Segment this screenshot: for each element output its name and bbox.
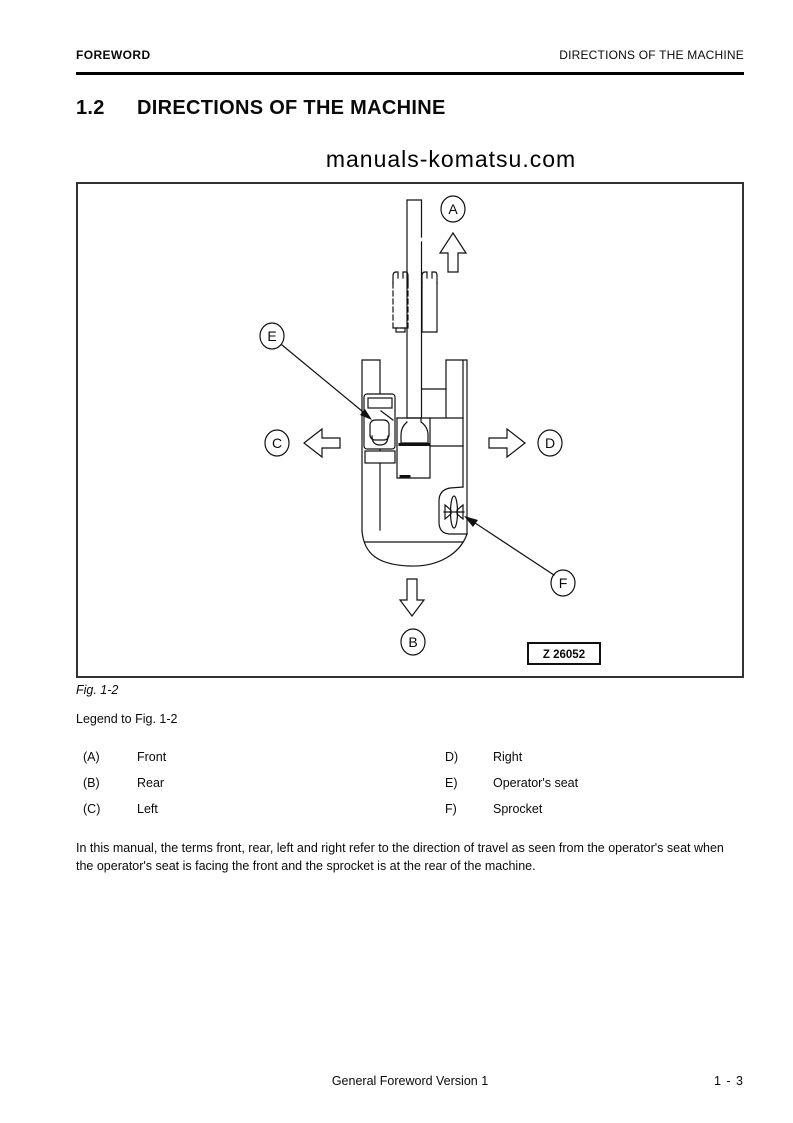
- section-number: 1.2: [76, 97, 105, 119]
- svg-text:F: F: [559, 575, 568, 591]
- legend-label: Left: [137, 802, 158, 816]
- legend-key: F): [445, 802, 457, 816]
- label-c: C: [264, 429, 290, 457]
- legend-label: Right: [493, 750, 523, 764]
- svg-text:C: C: [272, 435, 282, 451]
- machine-direction-diagram: A B C D E: [259, 195, 601, 665]
- left-arrow: [303, 427, 341, 459]
- legend-key: (A): [83, 750, 100, 764]
- legend-label: Sprocket: [493, 802, 543, 816]
- boom: [406, 199, 423, 419]
- right-arrow: [488, 427, 526, 459]
- section-title-text: DIRECTIONS OF THE MACHINE: [137, 97, 446, 119]
- page-title: 1.2 DIRECTIONS OF THE MACHINE: [76, 97, 446, 120]
- front-arrow: [438, 231, 468, 273]
- label-f: F: [550, 569, 576, 597]
- drawing-ref-text: Z 26052: [543, 649, 585, 661]
- watermark-text: manuals-komatsu.com: [325, 146, 577, 172]
- legend-title: Legend to Fig. 1-2: [76, 712, 178, 726]
- legend-table: (A) Front D) Right (B) Rear E) Operator'…: [76, 750, 744, 830]
- footer-page-number: 1 - 3: [713, 1074, 744, 1088]
- label-a: A: [440, 195, 466, 223]
- page-footer: General Foreword Version 1 1 - 3: [76, 1074, 744, 1092]
- legend-label: Front: [137, 750, 167, 764]
- svg-text:B: B: [408, 634, 417, 650]
- legend-key: E): [445, 776, 458, 790]
- label-b: B: [400, 628, 426, 656]
- figure-caption: Fig. 1-2: [76, 683, 119, 697]
- svg-text:D: D: [545, 435, 555, 451]
- arm-links: [392, 271, 438, 333]
- machine-body: [361, 359, 468, 567]
- figure-frame: A B C D E: [76, 182, 744, 678]
- legend-label: Rear: [137, 776, 165, 790]
- legend-key: (B): [83, 776, 100, 790]
- sprocket: [438, 486, 468, 535]
- label-d: D: [537, 429, 563, 457]
- header-section-label: FOREWORD: [76, 48, 151, 62]
- drawing-ref-box: Z 26052: [527, 642, 601, 665]
- body-paragraph: In this manual, the terms front, rear, l…: [76, 841, 724, 873]
- legend-row: (C) Left F) Sprocket: [76, 802, 744, 818]
- header-chapter-label: DIRECTIONS OF THE MACHINE: [559, 48, 744, 62]
- seat-leader-line: [281, 344, 372, 420]
- counterweight-arc: [361, 530, 468, 567]
- svg-text:A: A: [448, 201, 458, 217]
- svg-text:E: E: [267, 328, 276, 344]
- operator-seat: [364, 419, 396, 464]
- legend-key: D): [445, 750, 459, 764]
- sprocket-leader-line: [464, 516, 555, 576]
- legend-key: (C): [83, 802, 101, 816]
- legend-label: Operator's seat: [493, 776, 579, 790]
- legend-row: (A) Front D) Right: [76, 750, 744, 766]
- label-e: E: [259, 322, 285, 350]
- rear-arrow: [398, 578, 426, 617]
- footer-version-text: General Foreword Version 1: [331, 1074, 489, 1088]
- header-rule: [76, 72, 744, 75]
- legend-row: (B) Rear E) Operator's seat: [76, 776, 744, 792]
